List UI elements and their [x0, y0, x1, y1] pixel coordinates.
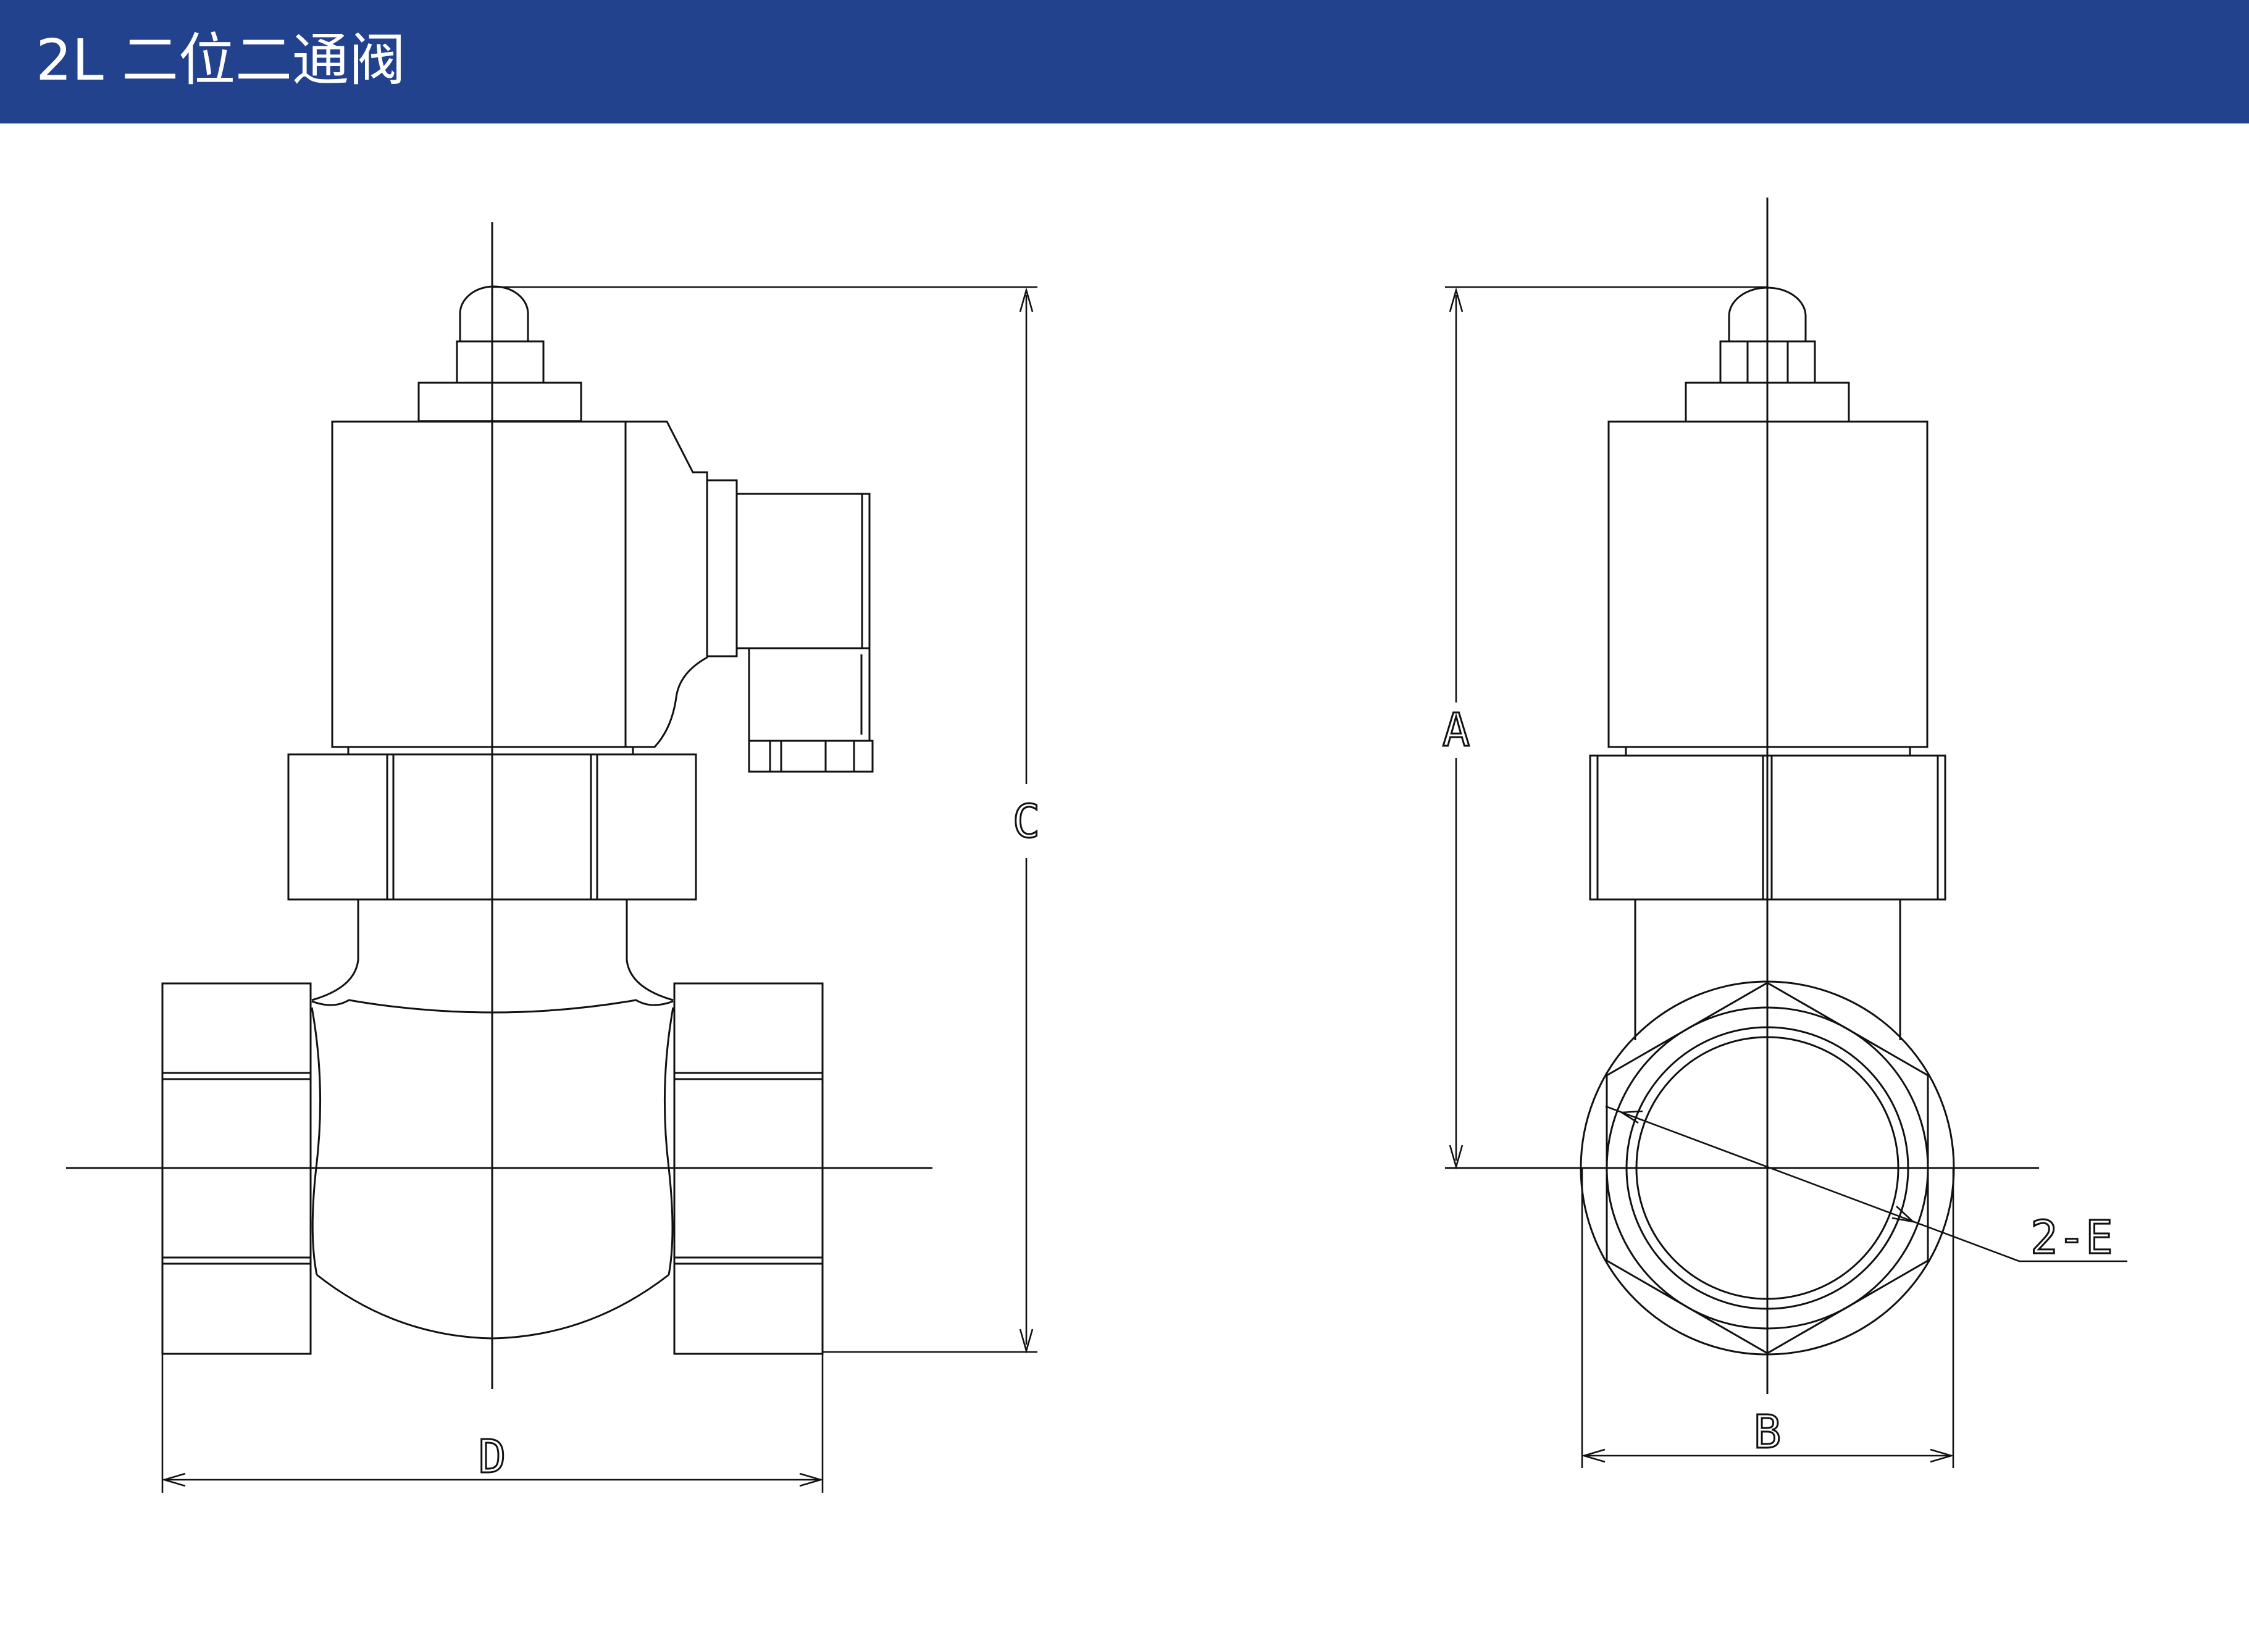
dimension-a-arrow-bottom [1449, 1145, 1464, 1170]
port-leader-arrow [1891, 1206, 1916, 1224]
front-gland-nut [748, 740, 874, 773]
front-body-right-wall [663, 1007, 674, 1275]
side-port-thread-inner [1635, 1036, 1899, 1300]
port-leader-line [1605, 1105, 2020, 1262]
side-large-nut [1589, 754, 1946, 901]
dimension-c-arrow-bottom [1019, 1329, 1034, 1354]
side-port-thread-outer [1625, 1026, 1909, 1310]
front-right-port [673, 982, 824, 1355]
dimension-a-label: A [1443, 704, 1470, 757]
dimension-port-label: 2-E [2030, 1211, 2113, 1264]
dimension-d-arrow-right [799, 1472, 824, 1487]
dimension-c-arrow-top [1019, 287, 1034, 312]
front-view: C D [66, 222, 1041, 1493]
front-connector-plug [735, 493, 871, 649]
dimension-b-label: B [1754, 1406, 1782, 1459]
front-coil-body [331, 420, 627, 748]
port-leader-arrow [1619, 1110, 1643, 1124]
page-title: 2L 二位二通阀 [36, 27, 406, 93]
dimension-a-arrow-top [1449, 287, 1464, 312]
front-body-left-wall [311, 1007, 322, 1275]
front-connector-housing [626, 420, 708, 748]
front-cable-gland [748, 647, 871, 742]
front-top-nut [417, 382, 582, 422]
dimension-c-label: C [1013, 795, 1041, 848]
front-body-top [311, 999, 674, 1014]
dimension-b-arrow-right [1930, 1448, 1954, 1463]
front-cap-base [456, 340, 545, 384]
dimension-d-arrow-left [161, 1472, 186, 1487]
front-neck [311, 899, 674, 1001]
header-bar: 2L 二位二通阀 [0, 0, 2249, 123]
front-connector-plate [706, 479, 738, 657]
side-port-hexagon [1606, 982, 1929, 1354]
front-body-bottom [316, 1274, 669, 1340]
front-dome-cap [459, 285, 529, 341]
dimension-d-label: D [479, 1430, 506, 1483]
dimension-b-arrow-left [1581, 1448, 1606, 1463]
front-large-nut [287, 753, 697, 901]
front-left-port [161, 982, 312, 1355]
side-view: 2-E A B [1441, 198, 2127, 1468]
side-port-ring [1606, 1006, 1929, 1330]
